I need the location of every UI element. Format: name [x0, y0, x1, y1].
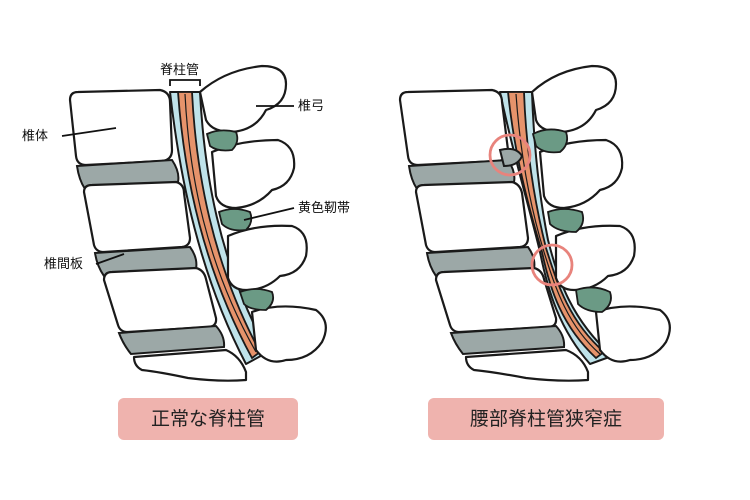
label-ligamentum-flavum: 黄色靭帯 [298, 200, 350, 216]
stenosis-vertebral-arch-1 [532, 66, 616, 132]
normal-spine [70, 66, 326, 381]
caption-normal-spinal-canal: 正常な脊柱管 [118, 398, 298, 440]
stenosis-vertebral-body-1 [400, 90, 508, 165]
vertebral-body-2 [84, 182, 190, 252]
label-vertebral-arch: 椎弓 [298, 99, 324, 114]
stenosis-spine [400, 66, 670, 381]
vertebral-body-1 [70, 90, 172, 165]
stenosis-ligament-3 [576, 287, 611, 312]
stenosis-ligament-1 [533, 129, 567, 152]
vertebral-arch-3 [228, 226, 307, 290]
spinal-canal-bracket [170, 80, 200, 86]
stenosis-vertebral-body-2 [416, 182, 528, 252]
stenosis-vertebral-arch-4 [596, 306, 670, 361]
ligamentum-flavum-1 [207, 130, 237, 150]
label-vertebral-body: 椎体 [22, 129, 48, 144]
stenosis-vertebral-body-4 [466, 350, 588, 381]
stenosis-vertebral-arch-3 [556, 226, 635, 290]
caption-lumbar-spinal-stenosis: 腰部脊柱管狭窄症 [428, 398, 664, 440]
label-intervertebral-disc: 椎間板 [44, 257, 83, 272]
vertebral-arch-1 [200, 66, 286, 132]
vertebral-body-4 [134, 350, 246, 381]
stenosis-ligament-2 [548, 209, 583, 232]
vertebral-arch-4 [252, 306, 326, 361]
label-spinal-canal: 脊柱管 [160, 63, 199, 78]
vertebral-body-3 [104, 268, 216, 332]
